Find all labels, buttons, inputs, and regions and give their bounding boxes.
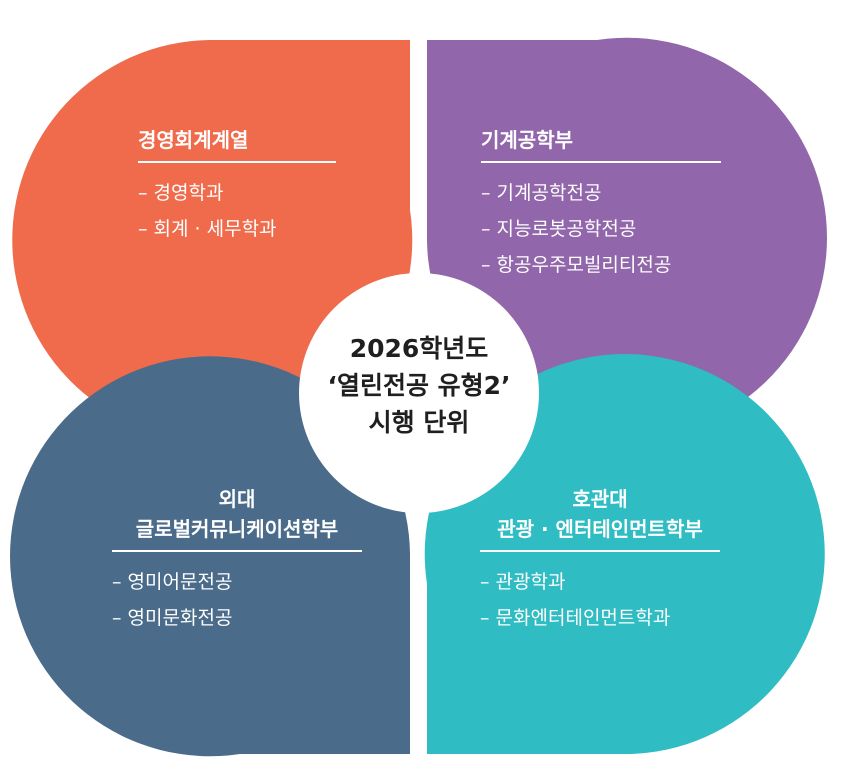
list-item: – 문화엔터테인먼트학과 bbox=[480, 607, 671, 629]
list-item: – 항공우주모빌리티전공 bbox=[481, 254, 672, 276]
quadrant-business-accounting: 경영회계계열 – 경영학과 – 회계 · 세무학과 bbox=[138, 125, 336, 247]
list-item: – 지능로봇공학전공 bbox=[481, 218, 637, 240]
divider bbox=[481, 161, 721, 163]
list-item: – 관광학과 bbox=[480, 571, 566, 593]
quadrant-title-line-1: 호관대 bbox=[572, 487, 628, 511]
center-line-3: 시행 단위 bbox=[368, 408, 470, 437]
quadrant-title-line-2: 관광 · 엔터테인먼트학부 bbox=[497, 517, 703, 541]
quadrant-tourism-entertainment: 호관대 관광 · 엔터테인먼트학부 – 관광학과 – 문화엔터테인먼트학과 bbox=[480, 484, 720, 636]
petal-bottom-right bbox=[424, 354, 825, 754]
center-line-2: ‘열린전공 유형2’ bbox=[327, 371, 511, 400]
list-item: – 영미문화전공 bbox=[112, 607, 233, 629]
petal-top-right bbox=[427, 37, 827, 438]
quadrant-title: 기계공학부 bbox=[481, 128, 573, 152]
center-line-1: 2026학년도 bbox=[349, 334, 489, 363]
divider bbox=[480, 550, 720, 552]
divider bbox=[138, 161, 336, 163]
petal-bottom-left bbox=[10, 356, 411, 757]
quadrant-global-communication: 외대 글로벌커뮤니케이션학부 – 영미어문전공 – 영미문화전공 bbox=[112, 484, 362, 636]
center-circle bbox=[299, 273, 539, 513]
quadrant-title: 경영회계계열 bbox=[138, 128, 249, 152]
list-item: – 경영학과 bbox=[138, 182, 224, 204]
center-label: 2026학년도 ‘열린전공 유형2’ 시행 단위 bbox=[300, 330, 538, 441]
list-item: – 기계공학전공 bbox=[481, 182, 602, 204]
quadrant-title-line-1: 외대 bbox=[218, 487, 256, 511]
list-item: – 영미어문전공 bbox=[112, 571, 233, 593]
quadrant-mechanical-engineering: 기계공학부 – 기계공학전공 – 지능로봇공학전공 – 항공우주모빌리티전공 bbox=[481, 125, 721, 283]
divider bbox=[112, 550, 362, 552]
list-item: – 회계 · 세무학과 bbox=[138, 218, 277, 240]
quadrant-title-line-2: 글로벌커뮤니케이션학부 bbox=[135, 517, 339, 541]
